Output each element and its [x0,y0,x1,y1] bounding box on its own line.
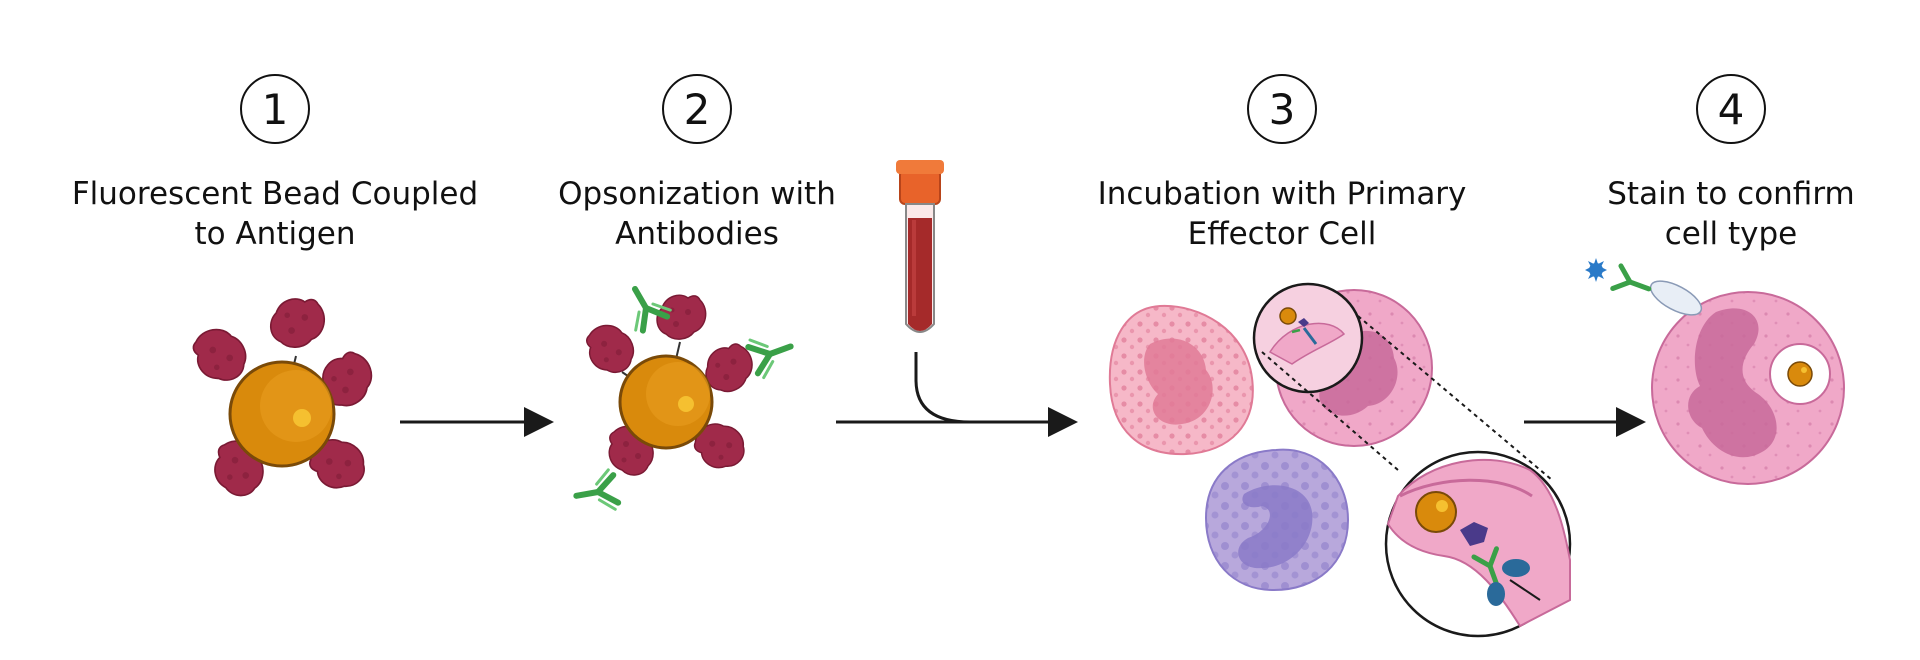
step-1-title: Fluorescent Bead Coupled to Antigen [40,174,510,254]
antibody-icon [746,328,797,379]
antigen-icon [269,298,326,349]
step-1-number: 1 [240,74,310,144]
step-2-title-line2: Antibodies [615,216,779,252]
fluorophore-icon [1585,258,1703,316]
antigen-icon [582,318,640,379]
blood-merge-arrow [914,352,971,424]
step-3-title-line2: Effector Cell [1187,216,1377,252]
phagocytosis-callout [1252,282,1364,394]
step-4-number: 4 [1696,74,1766,144]
blood-tube-icon [896,160,944,333]
step-3-title-line1: Incubation with Primary [1097,176,1467,212]
eosinophil-cell [1108,304,1254,456]
zoom-line [1261,351,1399,471]
step-1-title-line1: Fluorescent Bead Coupled [71,176,479,212]
zoom-inset-icon [1384,450,1572,638]
opsonized-bead [573,279,798,516]
step-4-title-line2: cell type [1664,216,1798,252]
fluorescent-bead-icon [618,354,714,450]
step-3-title: Incubation with Primary Effector Cell [1062,174,1502,254]
step-4-title: Stain to confirm cell type [1586,174,1876,254]
step-3-number: 3 [1247,74,1317,144]
basophil-cell [1204,448,1350,592]
step-1-title-line2: to Antigen [194,216,356,252]
zoom-line [1357,315,1553,481]
step-2-title: Opsonization with Antibodies [527,174,867,254]
step-2-title-line1: Opsonization with [558,176,836,212]
stained-neutrophil [1651,291,1845,485]
step-4-title-line1: Stain to confirm [1607,176,1855,212]
step-2-number: 2 [662,74,732,144]
bead-with-antigens [187,298,383,501]
antibody-icon [573,469,619,515]
fluorescent-bead-icon [228,360,336,468]
